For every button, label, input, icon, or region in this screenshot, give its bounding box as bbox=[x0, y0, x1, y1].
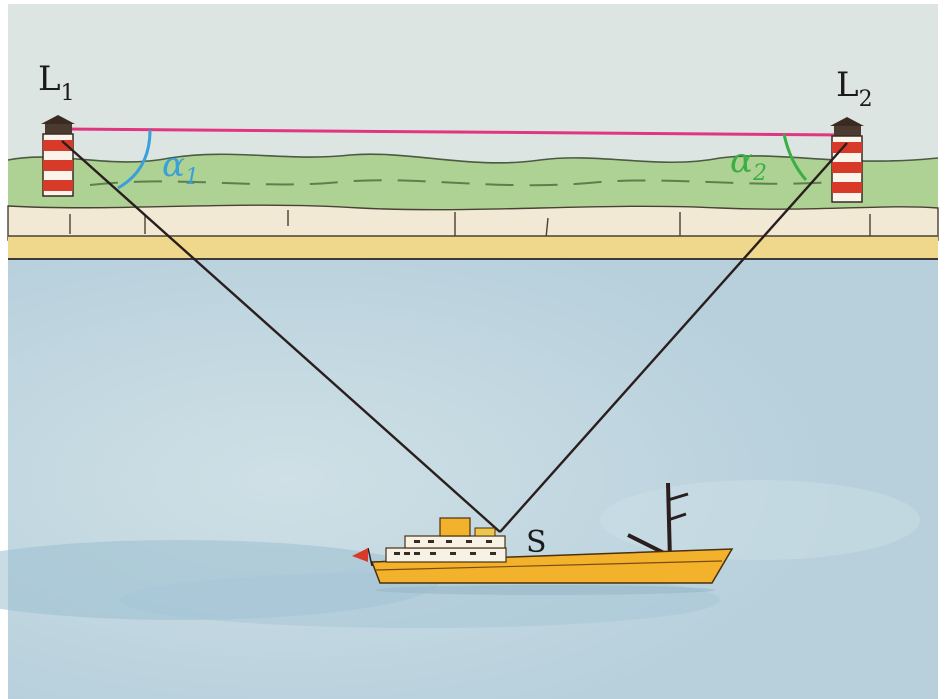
sight-line-L1-S bbox=[61, 140, 501, 533]
lighthouse1-label: L1 bbox=[38, 59, 75, 106]
hill-outline bbox=[7, 153, 939, 164]
angle-arc-alpha1 bbox=[117, 129, 152, 190]
sight-line-L2-S bbox=[499, 142, 848, 533]
sea-highlight bbox=[600, 480, 920, 560]
ship-icon bbox=[370, 482, 734, 595]
lighthouse-icon bbox=[41, 115, 75, 197]
lighthouse-icon bbox=[830, 117, 864, 203]
hills bbox=[8, 154, 938, 210]
sky bbox=[8, 4, 938, 172]
lighthouse2-label: L2 bbox=[836, 65, 873, 112]
baseline-L1-L2 bbox=[61, 127, 847, 137]
hills-shading bbox=[89, 179, 861, 187]
sea bbox=[8, 260, 938, 699]
cliff-cracks bbox=[69, 210, 871, 239]
beach bbox=[8, 236, 938, 260]
cliff bbox=[7, 204, 939, 241]
angle2-label: α2 bbox=[730, 141, 767, 186]
angle-arc-alpha2 bbox=[782, 133, 808, 181]
ship-label: S bbox=[526, 525, 547, 560]
flag-icon bbox=[352, 547, 373, 567]
angle1-label: α1 bbox=[162, 145, 199, 190]
